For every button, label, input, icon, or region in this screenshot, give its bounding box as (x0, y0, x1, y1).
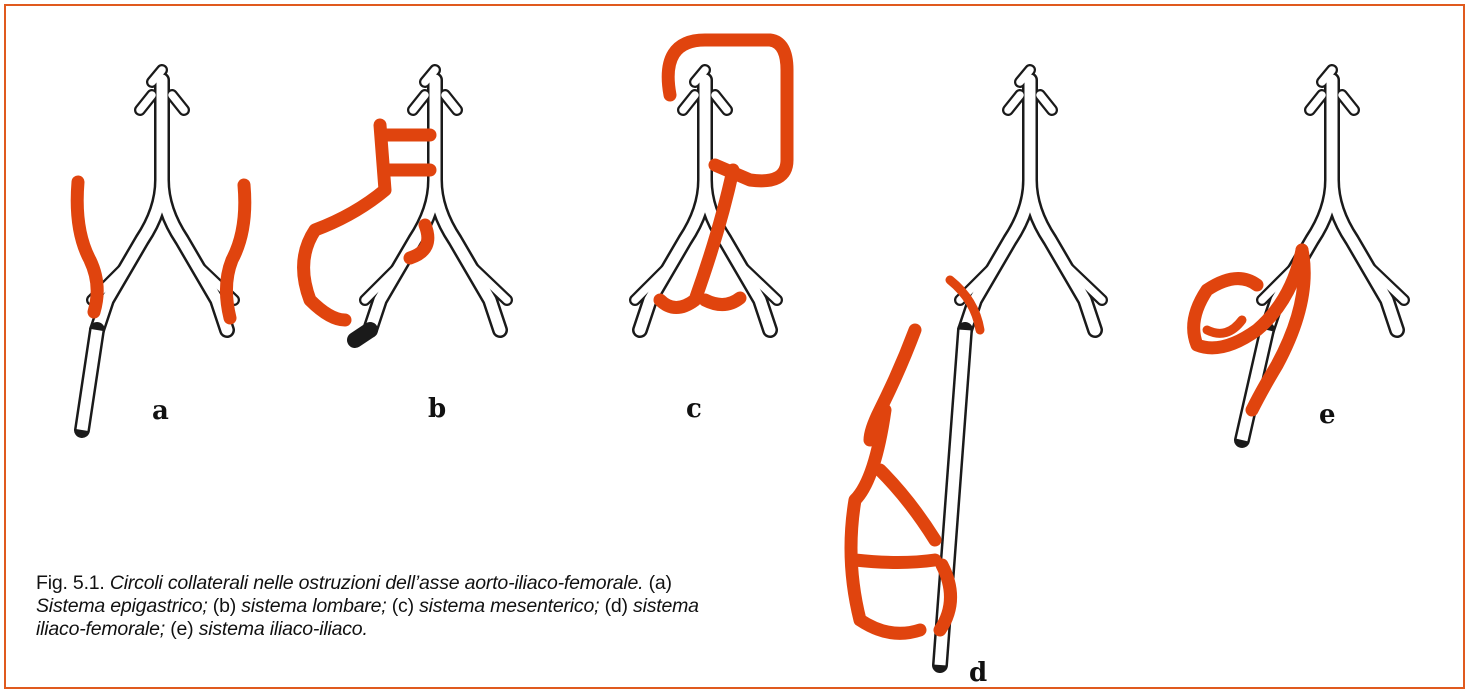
figure-caption: Fig. 5.1. Circoli collaterali nelle ostr… (36, 572, 716, 641)
caption-marker-c: (c) (392, 595, 414, 617)
panel-letter-d: d (969, 660, 987, 686)
caption-marker-e: (e) (170, 618, 193, 640)
panel-a-diagram (77, 70, 245, 430)
caption-marker-d: (d) (605, 595, 628, 617)
caption-item-b: sistema lombare; (241, 595, 386, 617)
panel-b-diagram (304, 70, 507, 340)
panel-c-diagram (635, 40, 787, 330)
panel-letter-b: b (428, 396, 446, 422)
panel-e-diagram (1194, 70, 1404, 440)
panel-letter-a: a (152, 398, 169, 424)
caption-item-e: sistema iliaco-iliaco. (199, 618, 368, 640)
panel-letter-c: c (686, 396, 702, 422)
panel-letter-e: e (1319, 402, 1336, 428)
caption-marker-b: (b) (213, 595, 236, 617)
caption-marker-a: (a) (649, 572, 672, 594)
caption-label: Fig. 5.1. (36, 572, 105, 594)
caption-title: Circoli collaterali nelle ostruzioni del… (110, 572, 644, 594)
caption-item-a: Sistema epigastrico; (36, 595, 208, 617)
caption-item-c: sistema mesenterico; (419, 595, 599, 617)
panel-d-diagram (851, 70, 1102, 665)
